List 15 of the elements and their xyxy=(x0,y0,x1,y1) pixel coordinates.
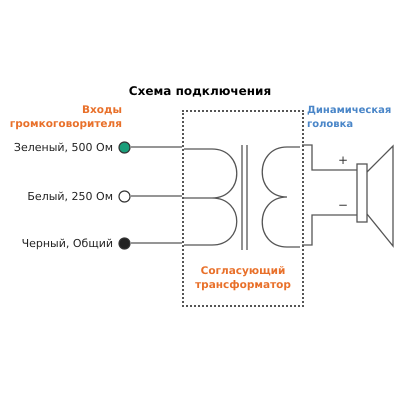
polarity-label: + xyxy=(338,153,348,167)
terminal-label: Черный, Общий xyxy=(22,236,113,250)
wire xyxy=(131,242,182,244)
speaker-heading: Динамическая головка xyxy=(307,104,392,132)
box-caption: Согласующий трансформатор xyxy=(194,264,292,292)
diagram-title: Схема подключения xyxy=(128,84,272,98)
terminal-label: Белый, 250 Ом xyxy=(27,190,113,202)
wire xyxy=(131,146,182,148)
wire xyxy=(302,144,357,171)
polarity-label: − xyxy=(338,198,348,212)
wire xyxy=(131,195,182,197)
terminal-label: Зеленый, 500 Ом xyxy=(14,140,113,154)
group-heading: Входы громкоговорителя xyxy=(8,103,122,131)
transformer-box xyxy=(182,110,304,307)
wire xyxy=(302,214,357,246)
